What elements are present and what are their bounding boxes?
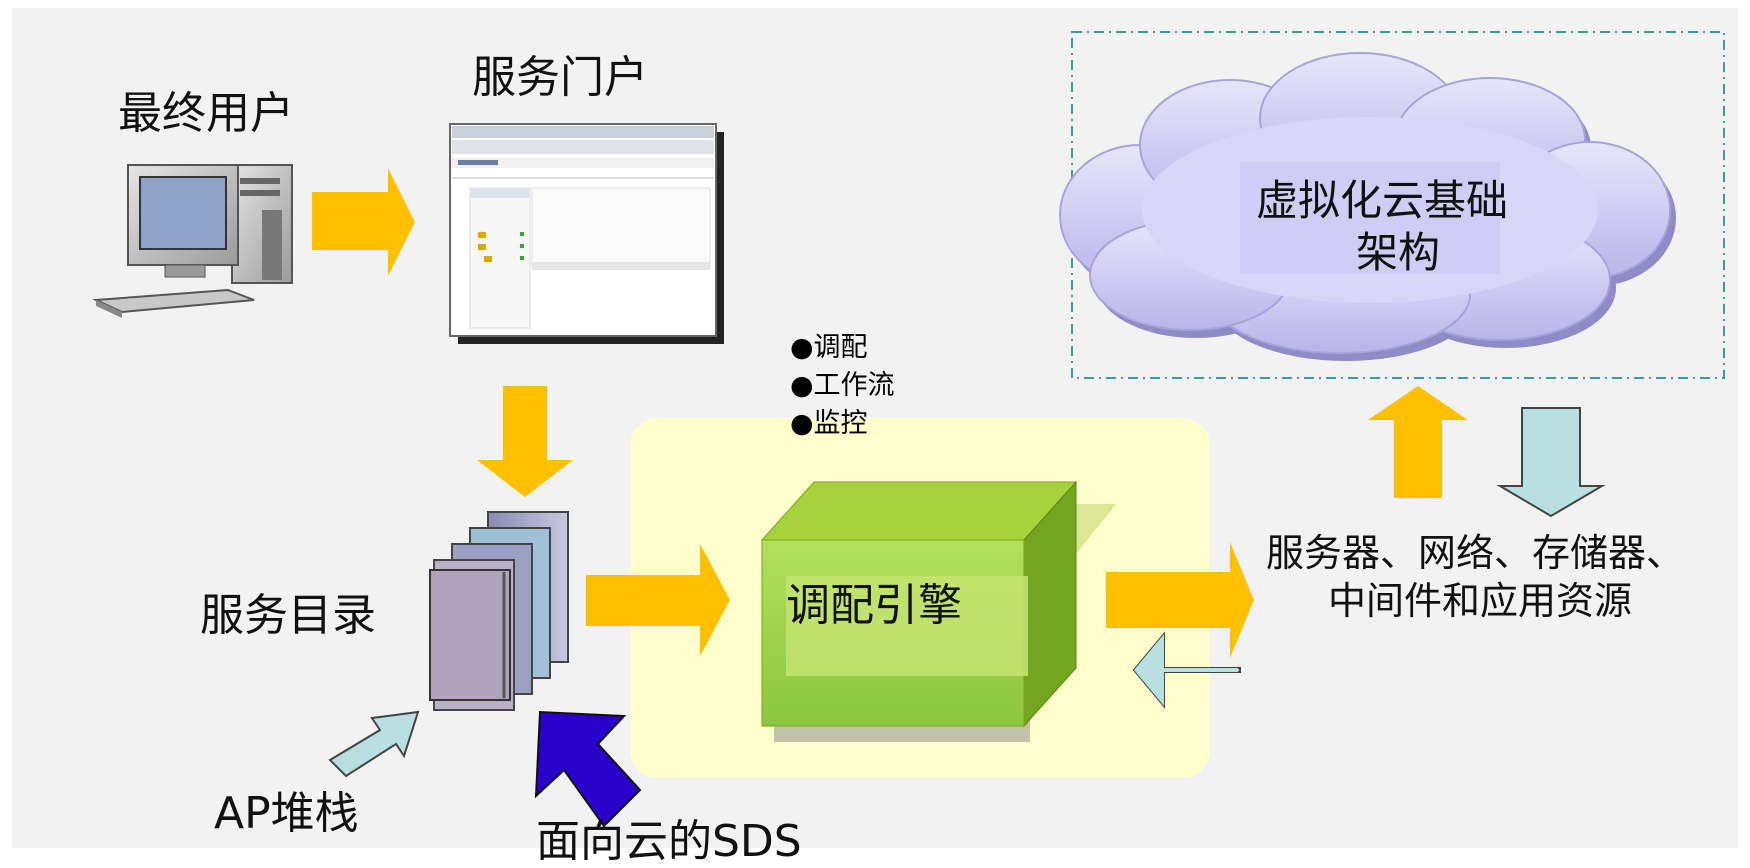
arrow-cloud-to-resources — [1496, 407, 1606, 518]
label-sds-cloud: 面向云的SDS — [536, 816, 802, 867]
arrow-engine-to-resources — [1106, 542, 1254, 658]
label-ap-stack: AP堆栈 — [214, 788, 359, 839]
arrow-user-to-portal — [312, 168, 415, 276]
label-cloud-line1: 虚拟化云基础 — [1256, 176, 1509, 225]
service-catalog-books-icon — [429, 511, 569, 711]
arrow-resources-to-engine-fill — [1134, 634, 1238, 706]
arrow-ap-stack-to-catalog — [328, 710, 420, 778]
service-portal-screenshot — [449, 123, 724, 344]
desktop-computer-icon — [92, 164, 293, 318]
arrow-resources-to-cloud — [1368, 386, 1468, 498]
arrow-catalog-to-engine — [586, 544, 730, 656]
label-cloud-line2: 架构 — [1356, 228, 1441, 277]
cloud-shape — [1059, 52, 1676, 361]
bullet-provision: ●调配 — [790, 332, 868, 363]
engine-box — [760, 480, 1116, 742]
label-service-portal: 服务门户 — [472, 52, 648, 103]
label-resources-line2: 中间件和应用资源 — [1328, 579, 1633, 623]
arrow-sds-to-catalog — [534, 710, 642, 828]
cloud-frame — [1071, 31, 1725, 379]
bullet-monitoring: ●监控 — [790, 408, 868, 439]
label-service-catalog: 服务目录 — [200, 590, 376, 641]
arrow-portal-to-catalog — [477, 386, 573, 497]
label-resources-line1: 服务器、网络、存储器、 — [1266, 531, 1685, 575]
label-engine: 调配引擎 — [786, 580, 962, 631]
gold-arrows — [312, 168, 1468, 658]
bullet-workflow: ●工作流 — [790, 370, 895, 401]
label-end-user: 最终用户 — [118, 88, 294, 139]
